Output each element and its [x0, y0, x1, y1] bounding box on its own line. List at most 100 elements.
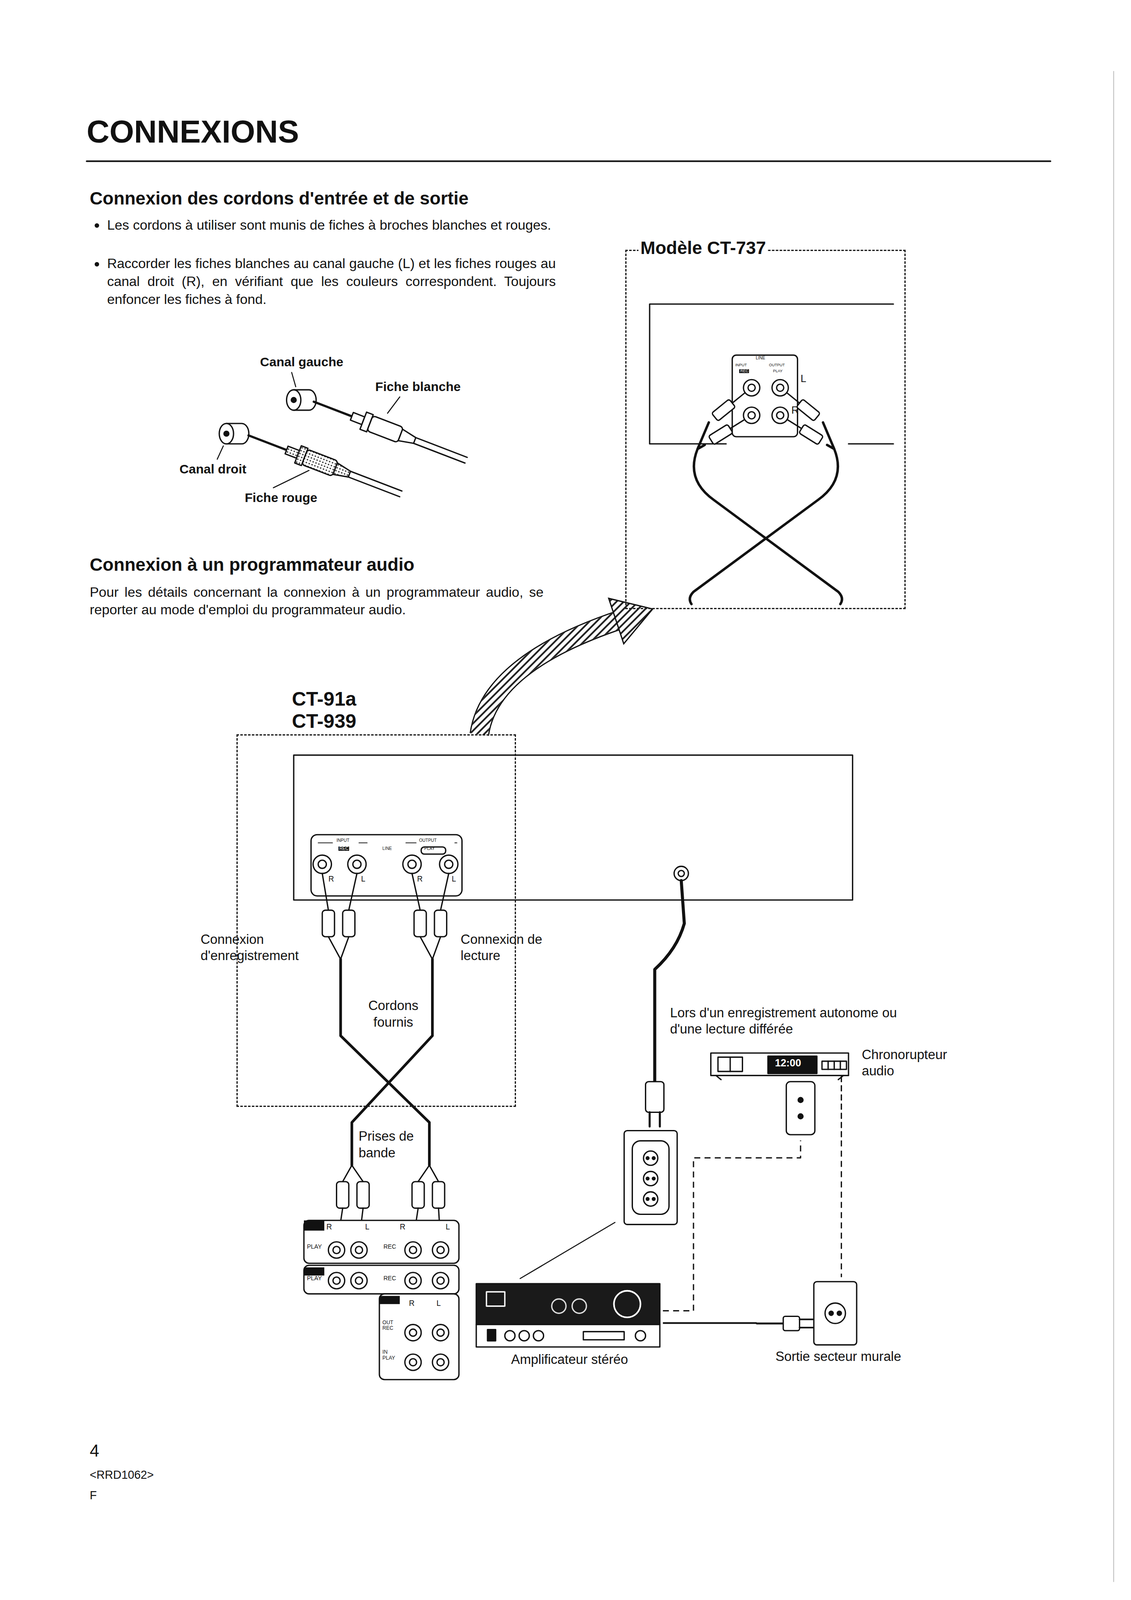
tape-jack-panel: [432, 1272, 449, 1289]
dashed-power-cord: [840, 1139, 843, 1277]
jack: [223, 430, 230, 437]
tape-jack-panel: [432, 1241, 449, 1258]
figure-label: LINE: [755, 355, 766, 361]
amplifier: [476, 1283, 660, 1325]
audio-timer: [717, 1056, 743, 1071]
deck-unit: [311, 834, 463, 896]
figure-label: REC: [739, 369, 750, 374]
ct737-unit: [776, 384, 785, 392]
title-rule: [86, 160, 1051, 162]
power-strip: [646, 1156, 649, 1160]
ct737-unit: [732, 392, 746, 403]
figure-label: L: [445, 1222, 450, 1231]
audio-timer: [767, 1055, 817, 1074]
tape-jack-panel: [405, 1272, 422, 1289]
tape-jack-panel: [332, 1276, 341, 1284]
arrow-shaft-outline: [479, 619, 622, 735]
figure-label: REC: [338, 846, 350, 851]
supplied-cords: [340, 959, 430, 1166]
white-plug: [313, 401, 352, 417]
connector: [841, 1139, 842, 1277]
ct737-unit: [783, 388, 821, 422]
leader-line: [217, 445, 224, 460]
dashed-power-cord: [662, 1139, 801, 1311]
leader-line: [387, 396, 400, 414]
ct737-unit: [776, 411, 785, 419]
ct737-unit: [772, 379, 789, 396]
power-strip: [520, 1222, 616, 1279]
deck-unit: [408, 859, 417, 869]
tape-jack-panel: [328, 1272, 345, 1289]
power-strip: [652, 1177, 656, 1180]
tape-jack-panel: [350, 1241, 368, 1258]
wall-outlet: [824, 1302, 846, 1324]
tape-jack-panel: [355, 1246, 363, 1254]
power-cord: [649, 1111, 660, 1126]
figure-label: OUTPUT: [419, 838, 437, 843]
tape-jack-panel: [409, 1328, 417, 1336]
audio-timer: [822, 1061, 847, 1070]
ct737-unit: [649, 303, 894, 604]
figure-label: R: [416, 874, 423, 883]
power-cord: [662, 1321, 757, 1324]
deck-unit: [293, 754, 853, 900]
deck-unit: [313, 854, 332, 874]
figure-label: Connexion de lecture: [458, 931, 575, 965]
deck-unit: [444, 859, 453, 869]
ct737-unit: [649, 303, 894, 444]
connector: [479, 598, 653, 735]
figure-label: Canal droit: [179, 460, 247, 478]
bullet: [94, 262, 100, 267]
amplifier: [487, 1329, 496, 1341]
figure-label: PLAY: [306, 1243, 322, 1250]
figure-label: REC: [383, 1243, 397, 1250]
ct737-unit: [748, 411, 756, 419]
supplied-cords: [322, 873, 449, 1242]
deck-unit: [421, 846, 446, 855]
ct737-unit: [743, 407, 760, 424]
deck-unit: [293, 754, 853, 900]
power-strip: [646, 1197, 649, 1201]
figure-label: R: [328, 874, 334, 883]
power-cord: [645, 880, 685, 1127]
page-edge: [1113, 71, 1114, 1582]
jack: [286, 389, 316, 411]
page-edge: [1113, 71, 1115, 1582]
tape-jack-panel: [332, 1246, 341, 1254]
arrow-shaft: [479, 619, 622, 735]
device-box: Chronorupteur audio: [711, 1045, 966, 1140]
node-label: Modèle CT-737: [638, 239, 768, 257]
figure-label: R: [408, 1299, 415, 1307]
figure-label: L: [451, 874, 457, 883]
dashed-model-frame: Modèle CT-737: [625, 249, 906, 609]
figure-label: Raccorder les fiches blanches au canal g…: [107, 254, 556, 309]
tape-jack-panel: [405, 1353, 422, 1371]
amplifier: [476, 1324, 660, 1347]
ct737-unit: [708, 415, 747, 445]
figure-label: Connexion d'enregistrement: [198, 931, 320, 965]
wall-outlet: [756, 1281, 857, 1345]
white-plug: [413, 437, 468, 464]
tape-jack-panel: [437, 1276, 445, 1284]
audio-timer: [711, 1052, 849, 1141]
wall-outlet: [783, 1315, 800, 1330]
deck-unit: [678, 870, 685, 877]
red-plug: [348, 471, 403, 497]
figure-label: R: [326, 1222, 333, 1231]
bullet: [94, 223, 100, 228]
tape-jack-panel: [405, 1241, 422, 1258]
amplifier: [551, 1298, 566, 1313]
red-plug: [301, 449, 339, 477]
supplied-cords: [322, 909, 335, 937]
power-strip: [520, 1130, 678, 1279]
ct737-unit: [711, 399, 736, 422]
tape-jack-panel: [405, 1324, 422, 1341]
tape-jack-panel: [303, 1265, 459, 1294]
node-label: Sortie secteur murale: [775, 1348, 902, 1365]
tape-jack-panel: [379, 1295, 400, 1304]
supplied-cords: [351, 959, 433, 1166]
dashed-model-frame: CT-91aCT-939: [236, 734, 516, 1107]
tape-jack-panel: [328, 1241, 345, 1258]
arrow-shaft-hatch: [479, 619, 622, 735]
white-plug: [367, 415, 404, 443]
